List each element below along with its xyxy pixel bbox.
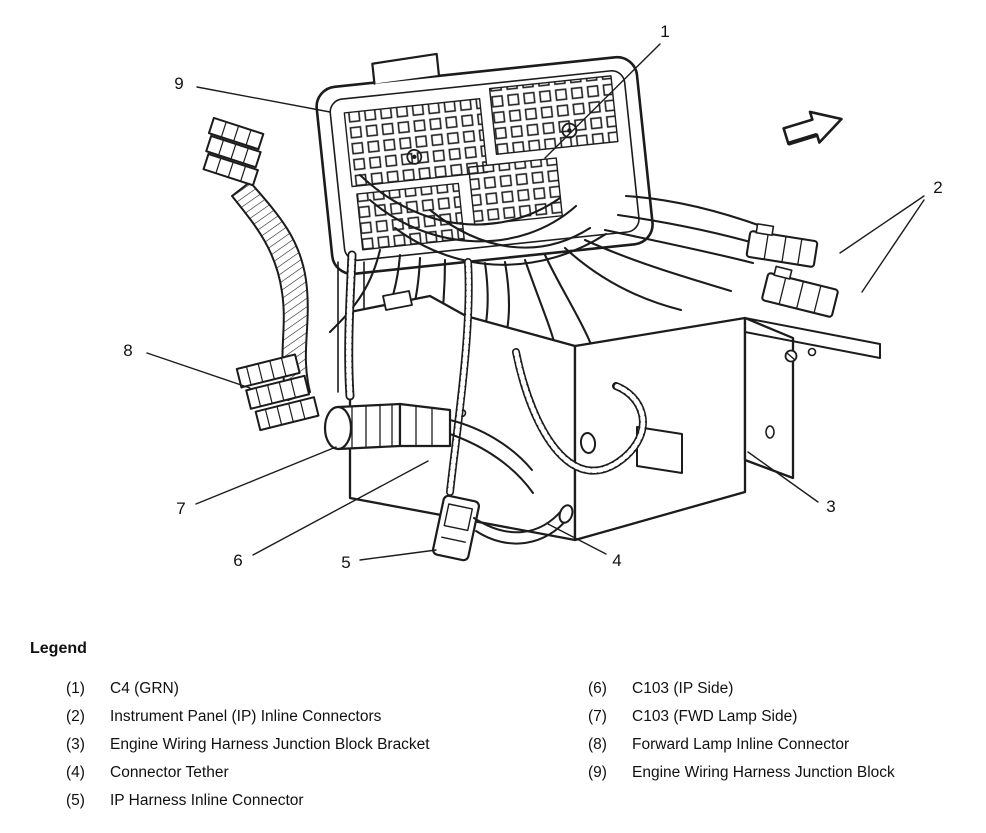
legend-item-8: (8) Forward Lamp Inline Connector xyxy=(588,734,895,756)
legend-item-number: (5) xyxy=(66,792,85,809)
legend-left-column: (1) C4 (GRN) (2) Instrument Panel (IP) I… xyxy=(30,678,550,818)
legend-item-number: (8) xyxy=(588,736,607,753)
callout-3: 3 xyxy=(826,497,836,516)
callout-8: 8 xyxy=(123,341,133,360)
forward-lamp-harness xyxy=(202,116,311,401)
legend-item-label: C103 (IP Side) xyxy=(632,680,734,697)
legend-item-3: (3) Engine Wiring Harness Junction Block… xyxy=(66,734,550,756)
c103-connectors xyxy=(323,402,534,494)
legend-item-7: (7) C103 (FWD Lamp Side) xyxy=(588,706,895,728)
forward-lamp-connector xyxy=(235,353,320,432)
ip-inline-connectors xyxy=(745,223,839,318)
legend-item-label: C103 (FWD Lamp Side) xyxy=(632,708,798,725)
callout-2: 2 xyxy=(933,178,943,197)
callout-5: 5 xyxy=(341,553,351,572)
legend-item-6: (6) C103 (IP Side) xyxy=(588,678,895,700)
callout-4: 4 xyxy=(612,551,622,570)
legend-item-label: Connector Tether xyxy=(110,764,229,781)
legend-item-number: (2) xyxy=(66,708,85,725)
junction-block xyxy=(315,52,654,276)
legend-item-2: (2) Instrument Panel (IP) Inline Connect… xyxy=(66,706,550,728)
callout-1: 1 xyxy=(660,22,670,41)
connector-tether xyxy=(473,504,574,545)
harness-looms xyxy=(344,250,647,496)
callout-6: 6 xyxy=(233,551,243,570)
legend-item-label: Instrument Panel (IP) Inline Connectors xyxy=(110,708,382,725)
legend-item-number: (3) xyxy=(66,736,85,753)
legend-item-label: Engine Wiring Harness Junction Block xyxy=(632,764,895,781)
direction-arrow-icon xyxy=(782,110,843,146)
legend: Legend (1) C4 (GRN) (2) Instrument Panel… xyxy=(0,622,986,818)
legend-item-1: (1) C4 (GRN) xyxy=(66,678,550,700)
legend-item-label: C4 (GRN) xyxy=(110,680,179,697)
leader-lines xyxy=(146,43,925,561)
legend-title: Legend xyxy=(30,640,87,657)
legend-item-label: IP Harness Inline Connector xyxy=(110,792,304,809)
legend-item-number: (6) xyxy=(588,680,607,697)
legend-item-number: (7) xyxy=(588,708,607,725)
ip-harness-connector xyxy=(431,494,574,562)
callout-9: 9 xyxy=(174,74,184,93)
legend-item-5: (5) IP Harness Inline Connector xyxy=(66,790,550,812)
legend-right-column: (6) C103 (IP Side) (7) C103 (FWD Lamp Si… xyxy=(550,678,895,818)
legend-item-label: Engine Wiring Harness Junction Block Bra… xyxy=(110,736,430,753)
wiring-diagram-figure: 1 2 3 4 5 6 7 8 9 xyxy=(123,22,943,572)
legend-item-9: (9) Engine Wiring Harness Junction Block xyxy=(588,762,895,784)
callout-7: 7 xyxy=(176,499,186,518)
legend-item-number: (9) xyxy=(588,764,607,781)
legend-item-4: (4) Connector Tether xyxy=(66,762,550,784)
legend-item-number: (4) xyxy=(66,764,85,781)
legend-item-label: Forward Lamp Inline Connector xyxy=(632,736,850,753)
legend-item-number: (1) xyxy=(66,680,85,697)
wiring-diagram-illustration xyxy=(146,43,925,562)
